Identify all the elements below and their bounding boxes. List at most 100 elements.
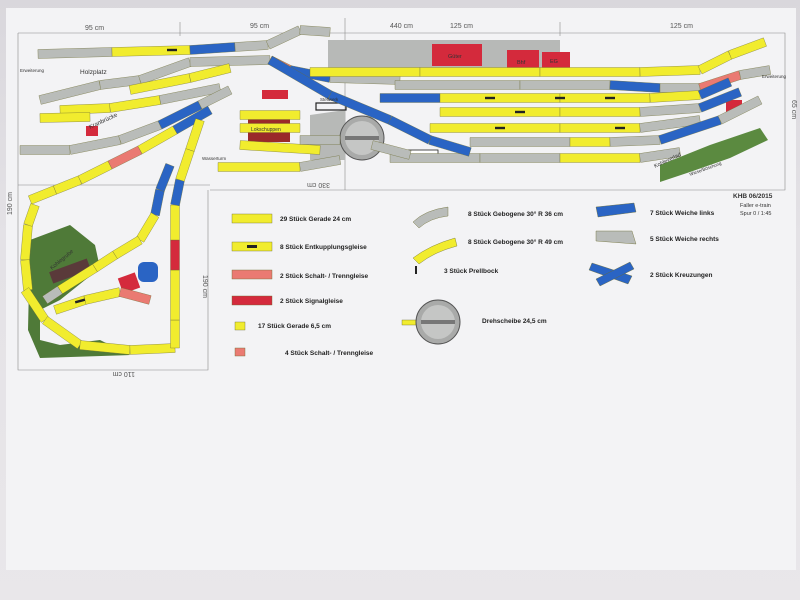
kohlegrube-shed: [49, 258, 91, 284]
legend-item-bogen36: 8 Stück Gebogene 30° R 36 cm: [412, 206, 563, 229]
decoupler-mark: [485, 96, 495, 100]
track-piece: [394, 80, 521, 90]
legend-item-prellbock: 3 Stück Prellbock: [415, 266, 499, 275]
track-piece: [428, 135, 472, 157]
turntable: [339, 115, 385, 161]
track-piece: [239, 123, 301, 133]
legend-text-signal: 2 Stück Signalgleise: [280, 298, 343, 305]
legend-item-bogen49: 8 Stück Gebogene 30° R 49 cm: [412, 237, 563, 265]
track-piece: [728, 37, 767, 60]
dim-middle: 330 cm: [307, 181, 330, 188]
track-piece: [39, 112, 91, 123]
eg-building: [542, 52, 570, 70]
track-piece: [299, 155, 341, 172]
label-holzplatz: Holzplatz: [80, 69, 107, 76]
track-piece: [439, 93, 561, 103]
dim-top-2: 95 cm: [250, 23, 269, 30]
legend-item-kreuzung: 2 Stück Kreuzungen: [588, 261, 713, 287]
track-piece: [539, 67, 641, 77]
track-piece: [129, 343, 176, 355]
scenery-green: [28, 128, 768, 358]
track-piece: [309, 67, 421, 77]
dim-right: 65 cm: [790, 100, 797, 119]
label-erweiterung-right: Erweiterung: [762, 74, 787, 79]
track-piece: [379, 93, 441, 103]
holzplatz-hut: [86, 126, 98, 136]
track-piece: [38, 80, 102, 105]
track-piece: [138, 57, 192, 85]
bahnhof-building: [507, 50, 539, 72]
legend-item-entkupplung: 8 Stück Entkupplungsgleise: [231, 241, 367, 252]
track-piece: [19, 145, 71, 155]
track-piece: [188, 63, 232, 83]
track-piece: [439, 107, 561, 117]
track-piece: [42, 286, 63, 304]
track-piece: [299, 25, 331, 37]
track-piece: [234, 40, 269, 52]
dim-top-5: 125 cm: [670, 23, 693, 30]
track-piece: [265, 25, 303, 50]
label-eg: EG: [550, 59, 558, 65]
track-piece: [639, 65, 701, 77]
legend-item-weiche-rechts: 5 Stück Weiche rechts: [595, 230, 719, 245]
legend-text-bogen49: 8 Stück Gebogene 30° R 49 cm: [468, 238, 563, 246]
title-line-3: Spur 0 / 1:45: [740, 211, 772, 217]
label-erweiterung-left: Erweiterung: [20, 68, 45, 73]
decoupler-mark: [605, 96, 615, 100]
dim-top-4: 125 cm: [450, 23, 473, 30]
decoupler-mark: [555, 96, 565, 100]
decoupler-mark: [167, 48, 177, 52]
decoupler-mark: [74, 298, 86, 304]
track-piece: [479, 153, 561, 163]
legend-text-entkupplung: 8 Stück Entkupplungsgleise: [280, 244, 367, 251]
track-layout: [19, 25, 771, 355]
track-piece: [559, 107, 641, 117]
track-piece: [299, 135, 341, 145]
legend-text-weiche-links: 7 Stück Weiche links: [650, 210, 715, 217]
label-gueterschuppen: Güter: [448, 54, 462, 60]
label-wasserturm: Wasserturm: [202, 156, 226, 161]
legend-text-gerade: 29 Stück Gerade 24 cm: [280, 216, 351, 223]
track-piece: [639, 147, 681, 163]
legend-text-kreuzung: 2 Stück Kreuzungen: [650, 272, 713, 279]
track-piece: [609, 135, 661, 147]
legend-item-gerade-kurz: 17 Stück Gerade 6,5 cm: [234, 321, 331, 331]
track-piece: [639, 115, 701, 133]
legend-text-weiche-rechts: 5 Stück Weiche rechts: [650, 236, 719, 243]
title-block: KHB 06/2015 Faller e-train Spur 0 / 1:45: [733, 193, 773, 217]
label-lokschuppen: Lokschuppen: [251, 127, 281, 133]
track-piece: [185, 118, 205, 152]
legend-item-drehscheibe: Drehscheibe 24,5 cm: [401, 299, 547, 345]
legend: 29 Stück Gerade 24 cm 8 Stück Entkupplun…: [231, 202, 719, 357]
dim-left: 190 cm: [7, 192, 14, 215]
track-piece: [217, 162, 301, 172]
dim-bottom: 110 cm: [112, 370, 135, 377]
track-piece: [697, 50, 733, 75]
track-piece: [739, 65, 771, 80]
dim-inner-vertical: 190 cm: [201, 275, 208, 298]
legend-text-gerade-kurz: 17 Stück Gerade 6,5 cm: [258, 323, 331, 330]
track-piece: [239, 140, 321, 155]
legend-text-schalt: 2 Stück Schalt- / Trenngleise: [280, 273, 369, 280]
track-piece: [519, 80, 611, 90]
decoupler-mark: [615, 126, 625, 130]
track-piece: [559, 153, 641, 163]
track-piece: [469, 137, 571, 147]
decoupler-mark: [495, 126, 505, 130]
legend-text-schalt-kurz: 4 Stück Schalt- / Trenngleise: [285, 350, 374, 357]
legend-item-schalt: 2 Stück Schalt- / Trenngleise: [231, 269, 369, 280]
track-piece: [170, 319, 180, 349]
small-red-building: [262, 90, 288, 99]
legend-text-bogen36: 8 Stück Gebogene 30° R 36 cm: [468, 210, 563, 218]
track-piece: [698, 87, 742, 113]
track-piece: [158, 83, 222, 105]
track-piece: [197, 85, 233, 110]
gueterschuppen-building: [432, 44, 482, 66]
track-piece: [170, 204, 180, 241]
track-piece: [559, 123, 641, 133]
track-piece: [328, 90, 392, 125]
track-piece: [569, 137, 611, 147]
label-bahnhof: Bhf: [517, 60, 526, 66]
track-piece: [83, 287, 122, 305]
